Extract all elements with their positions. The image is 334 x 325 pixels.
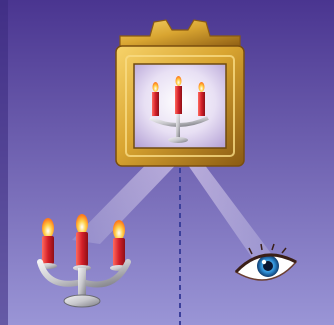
- reflected-flame-left: [153, 82, 159, 92]
- candelabra-stem: [78, 268, 86, 298]
- flame-center: [76, 214, 88, 234]
- flame-right: [113, 220, 125, 240]
- candle-right: [113, 238, 125, 266]
- reflected-candle-left: [152, 92, 159, 116]
- reflected-base: [168, 137, 188, 143]
- eye-highlight: [262, 260, 266, 264]
- framed-mirror: [116, 20, 244, 166]
- reflected-flame-right: [199, 82, 205, 92]
- candelabra-base: [64, 295, 100, 307]
- flame-left: [42, 218, 54, 238]
- reflected-candle-right: [198, 92, 205, 116]
- reflected-stem: [176, 114, 180, 138]
- reflected-candle-center: [175, 86, 182, 114]
- candle-left: [42, 236, 54, 264]
- candle-center: [76, 232, 88, 266]
- reflected-flame-center: [176, 76, 182, 86]
- left-edge-band: [0, 0, 8, 325]
